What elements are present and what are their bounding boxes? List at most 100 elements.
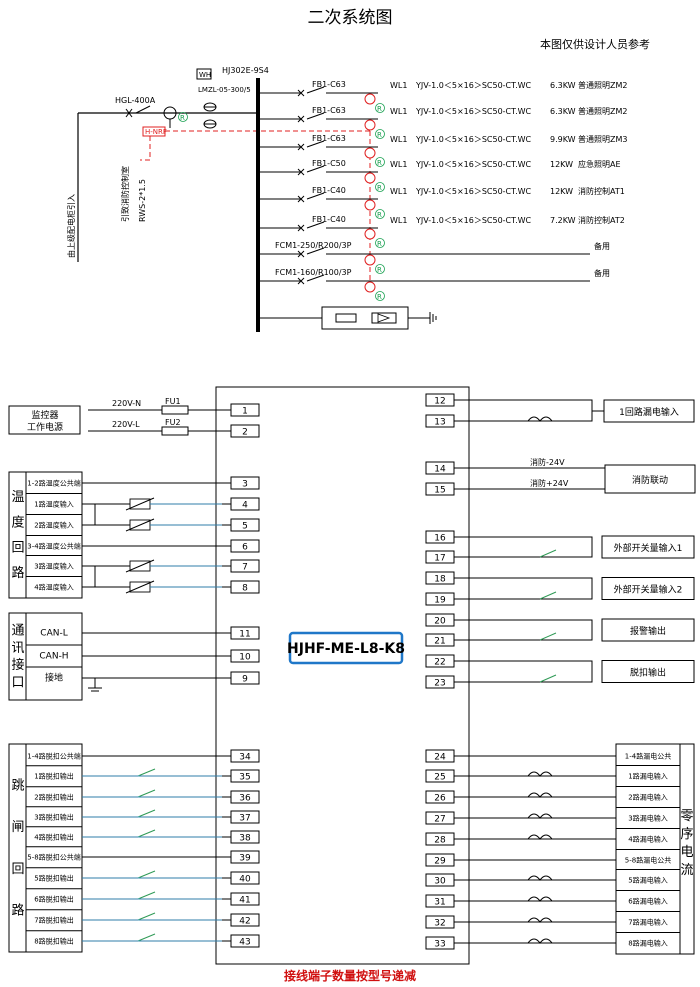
terminal-number: 43 [239, 938, 250, 948]
leak-row-label: 1-4路漏电公共 [625, 752, 671, 761]
leak-group-char: 流 [680, 863, 693, 878]
r-meter-icon [375, 209, 385, 219]
zero-sequence-ct-icon [527, 771, 553, 777]
terminal-number: 24 [434, 753, 446, 763]
trip_out-line [454, 660, 593, 672]
comm-group-char: 口 [11, 676, 24, 691]
contact-icon [539, 674, 557, 683]
terminal-number: 36 [239, 794, 251, 804]
terminal-number: 25 [434, 773, 445, 783]
r-meter-label: R [377, 211, 382, 219]
alarm-line [454, 619, 593, 630]
terminal-box [230, 403, 260, 417]
temp-row-label: 4路温度输入 [34, 583, 73, 592]
terminal-box [230, 476, 260, 490]
breaker-cross-icon [297, 250, 305, 258]
main-breaker-switch-icon [135, 105, 151, 114]
thermistor-slash [125, 518, 155, 532]
r-meter-icon [375, 238, 385, 248]
terminal-box [230, 810, 260, 824]
ext2-line [454, 588, 593, 600]
terminal-box [230, 497, 260, 511]
power-supply-box [8, 405, 81, 435]
terminal-number: 33 [434, 940, 445, 950]
terminal-box [230, 580, 260, 594]
feeder-usage: 消防控制AT2 [578, 215, 625, 225]
terminal-number: 8 [242, 584, 248, 594]
terminal-number: 26 [434, 794, 446, 804]
terminal-number: 30 [434, 877, 446, 887]
leak-row-label: 7路漏电输入 [628, 918, 667, 927]
meter-label: WH [199, 71, 211, 79]
relay-contact-icon [137, 829, 156, 838]
fuse-icon [335, 313, 357, 323]
terminal-number: 22 [434, 658, 445, 668]
terminal-box [230, 850, 260, 864]
terminal-number: 42 [239, 917, 250, 927]
ext1-line [454, 547, 593, 558]
cable-spec: YJV-1.0＜5×16＞SC50-CT.WC [415, 81, 532, 90]
breaker-switch-icon [306, 112, 325, 120]
terminal-number: 32 [434, 919, 445, 929]
fire-linkage-circle [364, 93, 376, 105]
r-meter-label: R [377, 105, 382, 113]
trip-group-frame [8, 743, 83, 953]
power-line-label: 220V-N [112, 399, 141, 408]
breaker-switch-icon [306, 192, 325, 200]
terminal-box [230, 892, 260, 906]
trip-row-label: 6路脱扣输出 [34, 895, 73, 904]
comm-group-char: 通 [11, 623, 24, 638]
breaker-label: FB1-C40 [312, 186, 346, 195]
temp-row-label: 2路温度输入 [34, 521, 73, 530]
terminal-number: 6 [242, 543, 248, 553]
terminal-number: 28 [434, 836, 446, 846]
feeder-load: 6.3KW [550, 107, 576, 116]
fire-line-label: 消防+24V [530, 478, 569, 488]
trip-row-label: 2路脱扣输出 [34, 793, 73, 802]
leak1-line [454, 399, 604, 412]
r-meter-icon [375, 182, 385, 192]
cable-spec: YJV-1.0＜5×16＞SC50-CT.WC [415, 187, 532, 196]
ext2-box-label: 外部开关量输入2 [614, 584, 683, 596]
temp-group-char: 温 [11, 490, 24, 505]
leak-group-char: 电 [680, 845, 693, 860]
terminal-number: 3 [242, 480, 248, 490]
temp-row-label: 3-4路温度公共端 [27, 542, 80, 551]
spd-icon [371, 312, 397, 324]
circuit-wl: WL1 [390, 187, 407, 196]
terminal-box [230, 626, 260, 640]
relay-contact-icon [137, 768, 156, 777]
relay-contact-icon [137, 933, 156, 942]
meter-model: HJ302E-9S4 [222, 66, 269, 75]
single-line-diagram: 由上级配电柜引入 HGL-400A R WH HJ302E-9S4 LMZL-0… [66, 66, 627, 332]
terminal-box [425, 894, 455, 908]
terminal-number: 27 [434, 815, 445, 825]
svg-text:R: R [180, 114, 185, 122]
cable-spec: YJV-1.0＜5×16＞SC50-CT.WC [415, 160, 532, 169]
feeder-load: 7.2KW [550, 216, 576, 225]
terminal-number: 35 [239, 773, 250, 783]
temp-group-char: 回 [11, 541, 24, 556]
breaker-cross-icon [297, 195, 305, 203]
terminal-number: 31 [434, 898, 445, 908]
feeder-load: 6.3KW [550, 81, 576, 90]
terminal-number: 16 [434, 534, 446, 544]
leakage-group: 零序电流1-4路漏电公共241路漏电输入252路漏电输入263路漏电输入274路… [425, 743, 695, 955]
temp-row-label: 1-2路温度公共端 [27, 479, 80, 488]
leak1-box-label: 1回路漏电输入 [619, 406, 679, 418]
comm-group-char: 讯 [11, 641, 24, 656]
reference-note: 本图仅供设计人员参考 [540, 37, 650, 51]
terminal-box [425, 832, 455, 846]
fire-box [604, 464, 696, 494]
feeder-usage: 备用 [594, 241, 610, 251]
alarm-line [454, 630, 593, 641]
leak-row-label: 1路漏电输入 [628, 772, 667, 781]
terminal-number: 7 [242, 563, 248, 573]
terminal-number: 11 [239, 630, 250, 640]
footer-note: 接线端子数量按型号递减 [284, 968, 416, 983]
fuse-icon [161, 426, 189, 436]
sensor-loop [94, 504, 126, 526]
